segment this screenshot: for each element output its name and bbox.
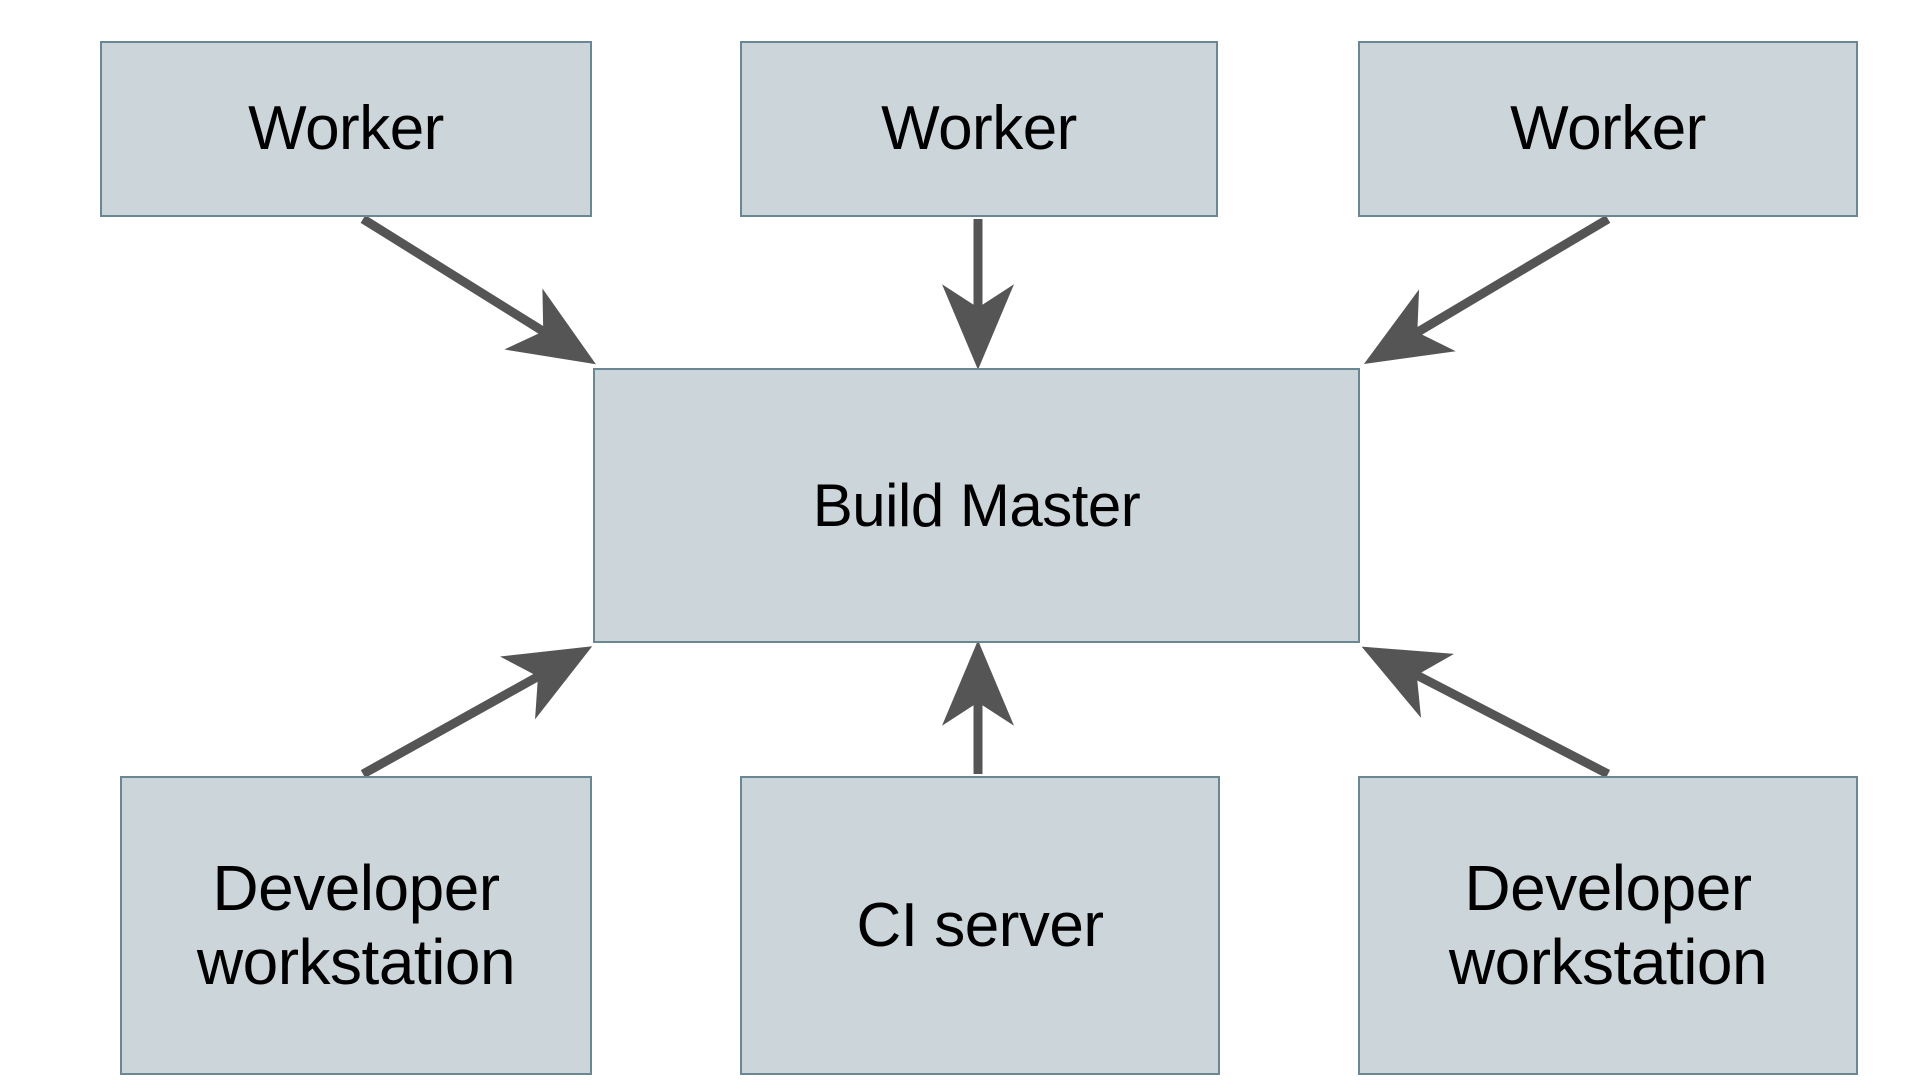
node-build-master-label: Build Master <box>812 472 1141 539</box>
node-worker-1[interactable]: Worker <box>100 41 592 217</box>
node-developer-workstation-left[interactable]: Developer workstation <box>120 776 592 1075</box>
node-worker-2[interactable]: Worker <box>740 41 1218 217</box>
node-worker-3-label: Worker <box>1510 94 1706 164</box>
node-ci-server[interactable]: CI server <box>740 776 1220 1075</box>
node-developer-workstation-left-label: Developer workstation <box>196 851 516 998</box>
node-worker-3[interactable]: Worker <box>1358 41 1858 217</box>
node-worker-2-label: Worker <box>881 94 1077 164</box>
node-developer-workstation-right[interactable]: Developer workstation <box>1358 776 1858 1075</box>
edge-dev-ws-left-to-build-master <box>360 646 593 778</box>
node-developer-workstation-right-label: Developer workstation <box>1448 851 1768 998</box>
node-build-master[interactable]: Build Master <box>593 368 1360 643</box>
edge-worker-1-to-build-master <box>360 215 596 365</box>
edge-dev-ws-right-to-build-master <box>1361 646 1611 778</box>
node-worker-1-label: Worker <box>248 94 444 164</box>
node-ci-server-label: CI server <box>856 890 1104 960</box>
edge-worker-3-to-build-master <box>1363 215 1611 364</box>
